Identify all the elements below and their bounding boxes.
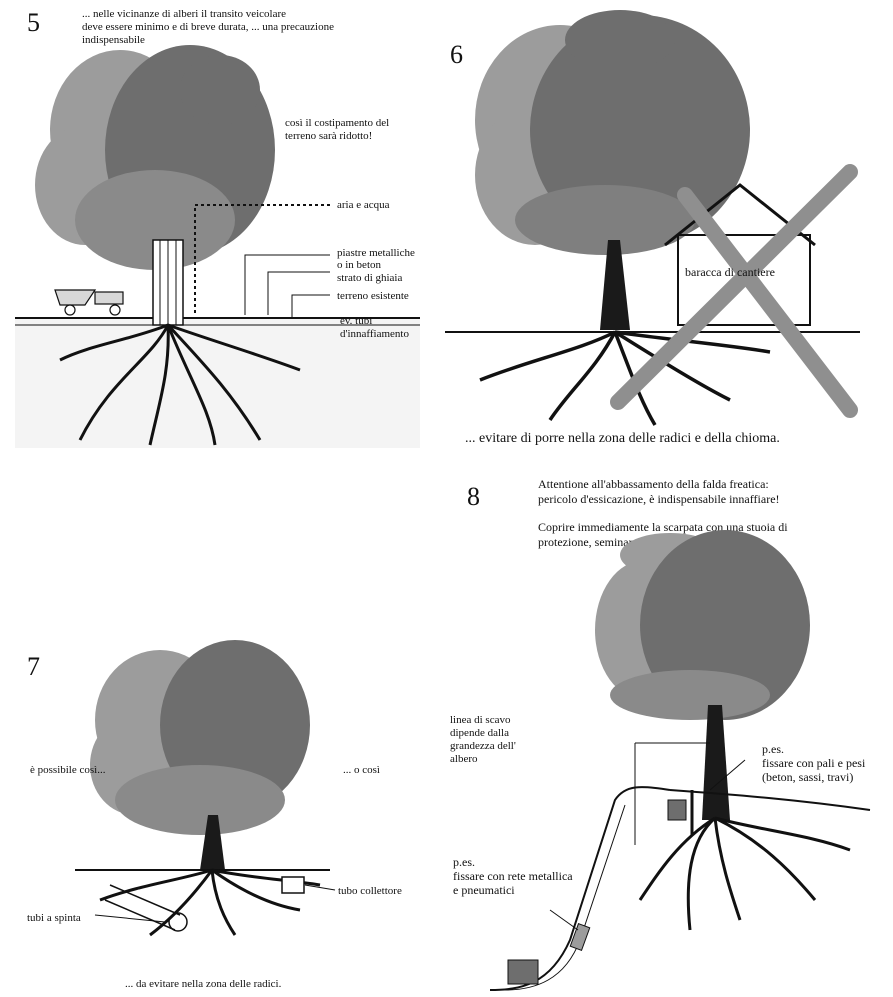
plates-leader: [245, 255, 330, 315]
label-net-1: p.es.: [453, 855, 475, 869]
collector-leader: [305, 885, 335, 890]
soil-leader: [292, 295, 330, 318]
hut-label: baracca di cantiere: [685, 265, 775, 279]
pushed-pipe-icon: [105, 885, 187, 931]
panel-8: 8 Attentione all'abbassamento della fald…: [440, 460, 893, 997]
label-pipes-1: ev. tubi: [340, 315, 372, 328]
tree-roots: [480, 332, 770, 425]
label-or-so: ... o così: [343, 764, 380, 777]
label-excavation-2: dipende dalla: [450, 727, 509, 740]
label-poles-3: (beton, sassi, travi): [762, 770, 853, 784]
panel-7-caption: ... da evitare nella zona delle radici.: [125, 978, 281, 991]
tree-canopy: [90, 640, 310, 835]
label-excavation-4: albero: [450, 753, 477, 766]
label-gravel: strato di ghiaia: [337, 272, 402, 285]
panel-5: 5 ... nelle vicinanze di alberi il trans…: [0, 0, 440, 450]
label-poles-2: fissare con pali e pesi: [762, 756, 865, 770]
collector-pipe-icon: [282, 877, 304, 893]
gravel-leader: [268, 272, 330, 315]
label-net-2: fissare con rete metallica: [453, 869, 573, 883]
panel-6-caption: ... evitare di porre nella zona delle ra…: [465, 430, 780, 447]
tree-canopy: [595, 530, 810, 720]
compaction-note-2: terreno sarà ridotto!: [285, 130, 372, 143]
label-air-water: aria e acqua: [337, 199, 390, 212]
net-leader: [550, 910, 578, 930]
label-excavation-1: linea di scavo: [450, 714, 510, 727]
label-collector: tubo collettore: [338, 885, 402, 898]
label-poles-1: p.es.: [762, 742, 784, 756]
label-plates-2: o in beton: [337, 259, 381, 272]
tree-roots: [640, 818, 850, 930]
panel-5-illustration: [0, 0, 440, 450]
compaction-note-1: così il costipamento del: [285, 117, 389, 130]
label-pushed: tubi a spinta: [27, 912, 81, 925]
vehicle-icon: [55, 290, 123, 315]
pushed-leader: [95, 915, 165, 922]
weight-block: [668, 800, 686, 820]
label-excavation-3: grandezza dell': [450, 740, 516, 753]
tree-canopy: [35, 45, 275, 270]
tree-trunk: [702, 705, 730, 820]
panel-7: 7 è possibile così: [0, 460, 440, 997]
label-possible: è possibile così...: [30, 764, 105, 777]
ground-line: [670, 790, 870, 810]
label-net-3: e pneumatici: [453, 883, 515, 897]
panel-6: 6 baracca di c: [440, 0, 893, 460]
label-pipes-2: d'innaffiamento: [340, 328, 409, 341]
label-soil: terreno esistente: [337, 290, 409, 303]
panel-6-illustration: [440, 0, 893, 460]
base-block: [508, 960, 538, 984]
